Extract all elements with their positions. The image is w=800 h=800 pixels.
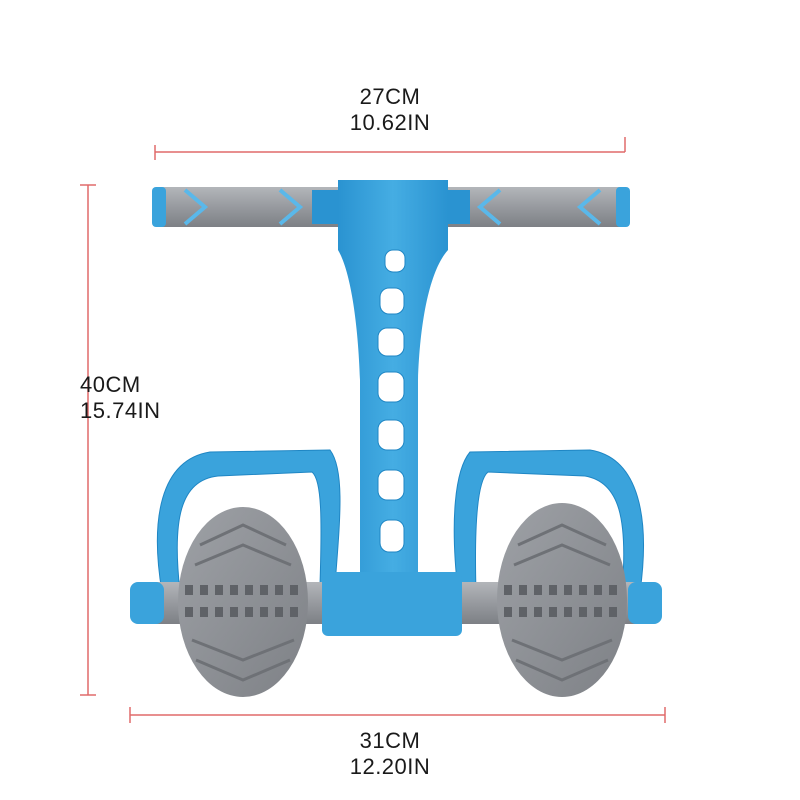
top-width-label: 27CM 10.62IN: [300, 84, 480, 136]
height-metric: 40CM: [80, 372, 141, 397]
left-pedal: [178, 507, 308, 697]
right-pedal: [497, 503, 627, 697]
central-tube: [338, 180, 448, 580]
top-width-imperial: 10.62IN: [349, 110, 431, 135]
bottom-measure-line: [129, 707, 666, 723]
top-measure-line: [154, 137, 626, 160]
bottom-width-imperial: 12.20IN: [349, 754, 431, 779]
height-label: 40CM 15.74IN: [80, 372, 230, 424]
height-imperial: 15.74IN: [80, 398, 161, 423]
bottom-width-metric: 31CM: [359, 728, 421, 753]
bottom-width-label: 31CM 12.20IN: [300, 728, 480, 780]
top-width-metric: 27CM: [359, 84, 421, 109]
height-measure-line: [80, 184, 96, 696]
